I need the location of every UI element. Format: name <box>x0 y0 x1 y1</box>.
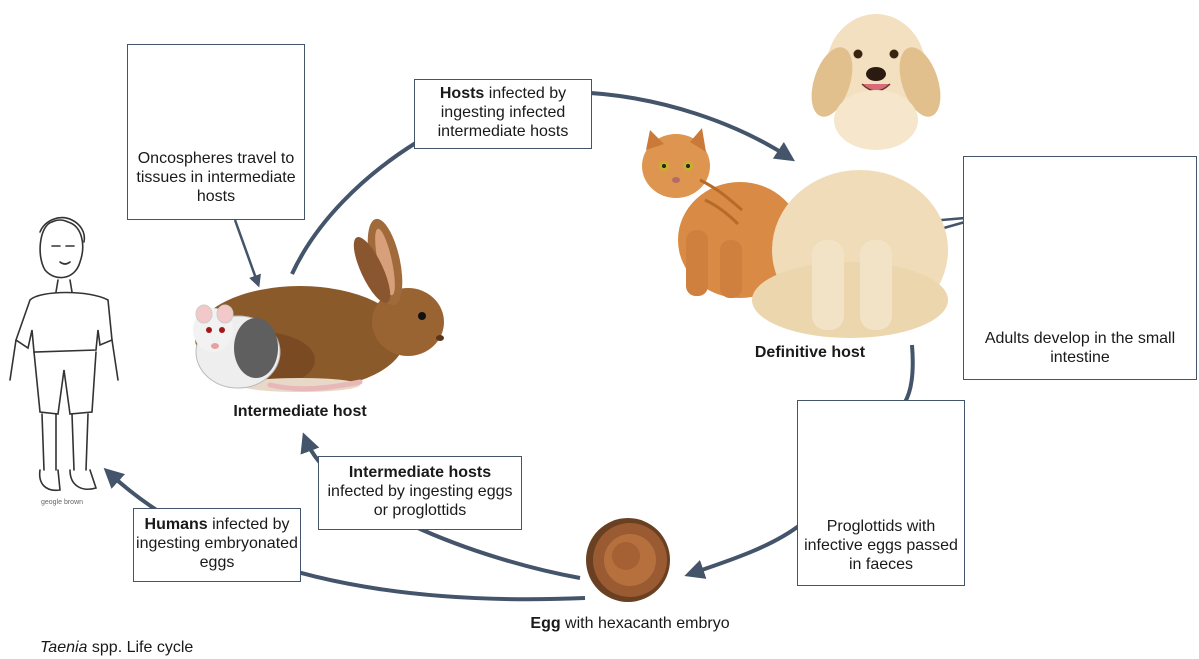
human-sketch-icon <box>10 218 118 491</box>
humans-infected-bold: Humans <box>145 516 208 533</box>
proglottids-text: Proglottids with infective eggs passed i… <box>804 518 958 573</box>
oncospheres-box: Oncospheres travel to tissues in interme… <box>127 44 305 220</box>
adults-text: Adults develop in the small intestine <box>985 330 1175 366</box>
human-sketch-caption: geogle brown <box>41 499 83 506</box>
egg-icon <box>586 518 670 602</box>
egg-label-text: with hexacanth embryo <box>561 615 730 632</box>
arrow-oncosphere-to-rabbit <box>235 220 258 284</box>
diagram-title-italic: Taenia <box>40 639 87 656</box>
humans-infected-box: Humans infected by ingesting embryonated… <box>133 508 301 582</box>
egg-label: Egg with hexacanth embryo <box>530 614 730 634</box>
adults-box: Adults develop in the small intestine <box>963 156 1197 380</box>
diagram-title-text: spp. Life cycle <box>87 639 193 656</box>
proglottids-box: Proglottids with infective eggs passed i… <box>797 400 965 586</box>
arrow-proglottids-to-egg <box>690 525 800 574</box>
intermediate-infected-text: infected by ingesting eggs or proglottid… <box>319 482 521 520</box>
diagram-title: Taenia spp. Life cycle <box>40 638 340 658</box>
dog-icon <box>752 14 948 338</box>
arrow-dog-to-proglottids <box>905 345 913 402</box>
hosts-infected-box: Hosts infected by ingesting infected int… <box>414 79 592 149</box>
oncospheres-text: Oncospheres travel to tissues in interme… <box>136 150 295 205</box>
intermediate-infected-bold: Intermediate hosts <box>319 463 521 482</box>
egg-label-bold: Egg <box>530 615 560 632</box>
intermediate-infected-box: Intermediate hosts infected by ingesting… <box>318 456 522 530</box>
intermediate-host-label: Intermediate host <box>200 402 400 422</box>
hosts-infected-bold: Hosts <box>440 85 484 102</box>
definitive-host-label: Definitive host <box>720 343 900 363</box>
